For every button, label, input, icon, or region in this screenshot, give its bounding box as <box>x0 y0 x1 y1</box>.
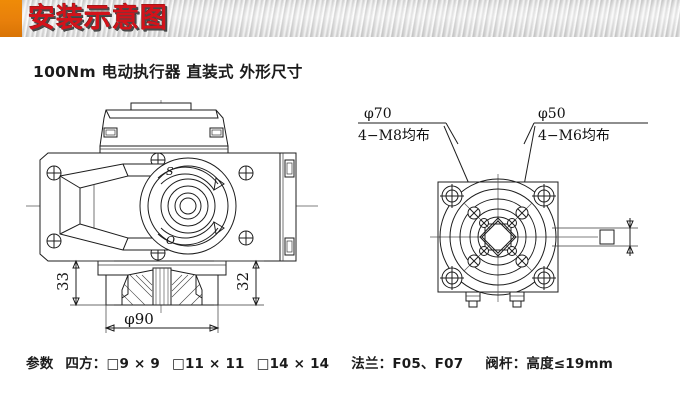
page-title: 安装示意图 <box>28 3 168 34</box>
callout-phi50-value: φ50 <box>538 106 566 122</box>
param-square-1: □9 × 9 <box>106 356 160 372</box>
page-header: 安装示意图 <box>0 0 680 37</box>
callout-m8-value: 4−M8均布 <box>358 128 430 144</box>
dim-32-label: 32 <box>234 272 252 291</box>
dim-33-label: 33 <box>54 272 72 291</box>
mark-open-label: O <box>166 234 175 247</box>
param-label: 参数 <box>26 356 54 372</box>
callout-m6-value: 4−M6均布 <box>538 128 610 144</box>
mark-close-label: S <box>166 165 174 178</box>
param-square-label: 四方： <box>65 356 107 372</box>
param-stem: 阀杆：高度≤19mm <box>485 356 614 372</box>
drawing-subtitle: 100Nm 电动执行器 直装式 外形尺寸 <box>33 63 303 81</box>
dim-phi90-label: φ90 <box>124 310 154 328</box>
param-square-3: □14 × 14 <box>256 356 330 372</box>
param-flange: 法兰：F05、F07 <box>351 356 464 372</box>
header-accent-bar <box>0 0 22 37</box>
right-drawing-bottom-view: φ70 4−M8均布 φ50 4−M6均布 <box>348 100 673 340</box>
left-drawing-side-view: S O 33 32 <box>18 98 348 343</box>
param-square-2: □11 × 11 <box>171 356 245 372</box>
parameters-row: 参数四方：□9 × 9 □11 × 11 □14 × 14 法兰：F05、F07 阀杆：… <box>26 352 613 372</box>
callout-phi70-value: φ70 <box>364 106 392 122</box>
